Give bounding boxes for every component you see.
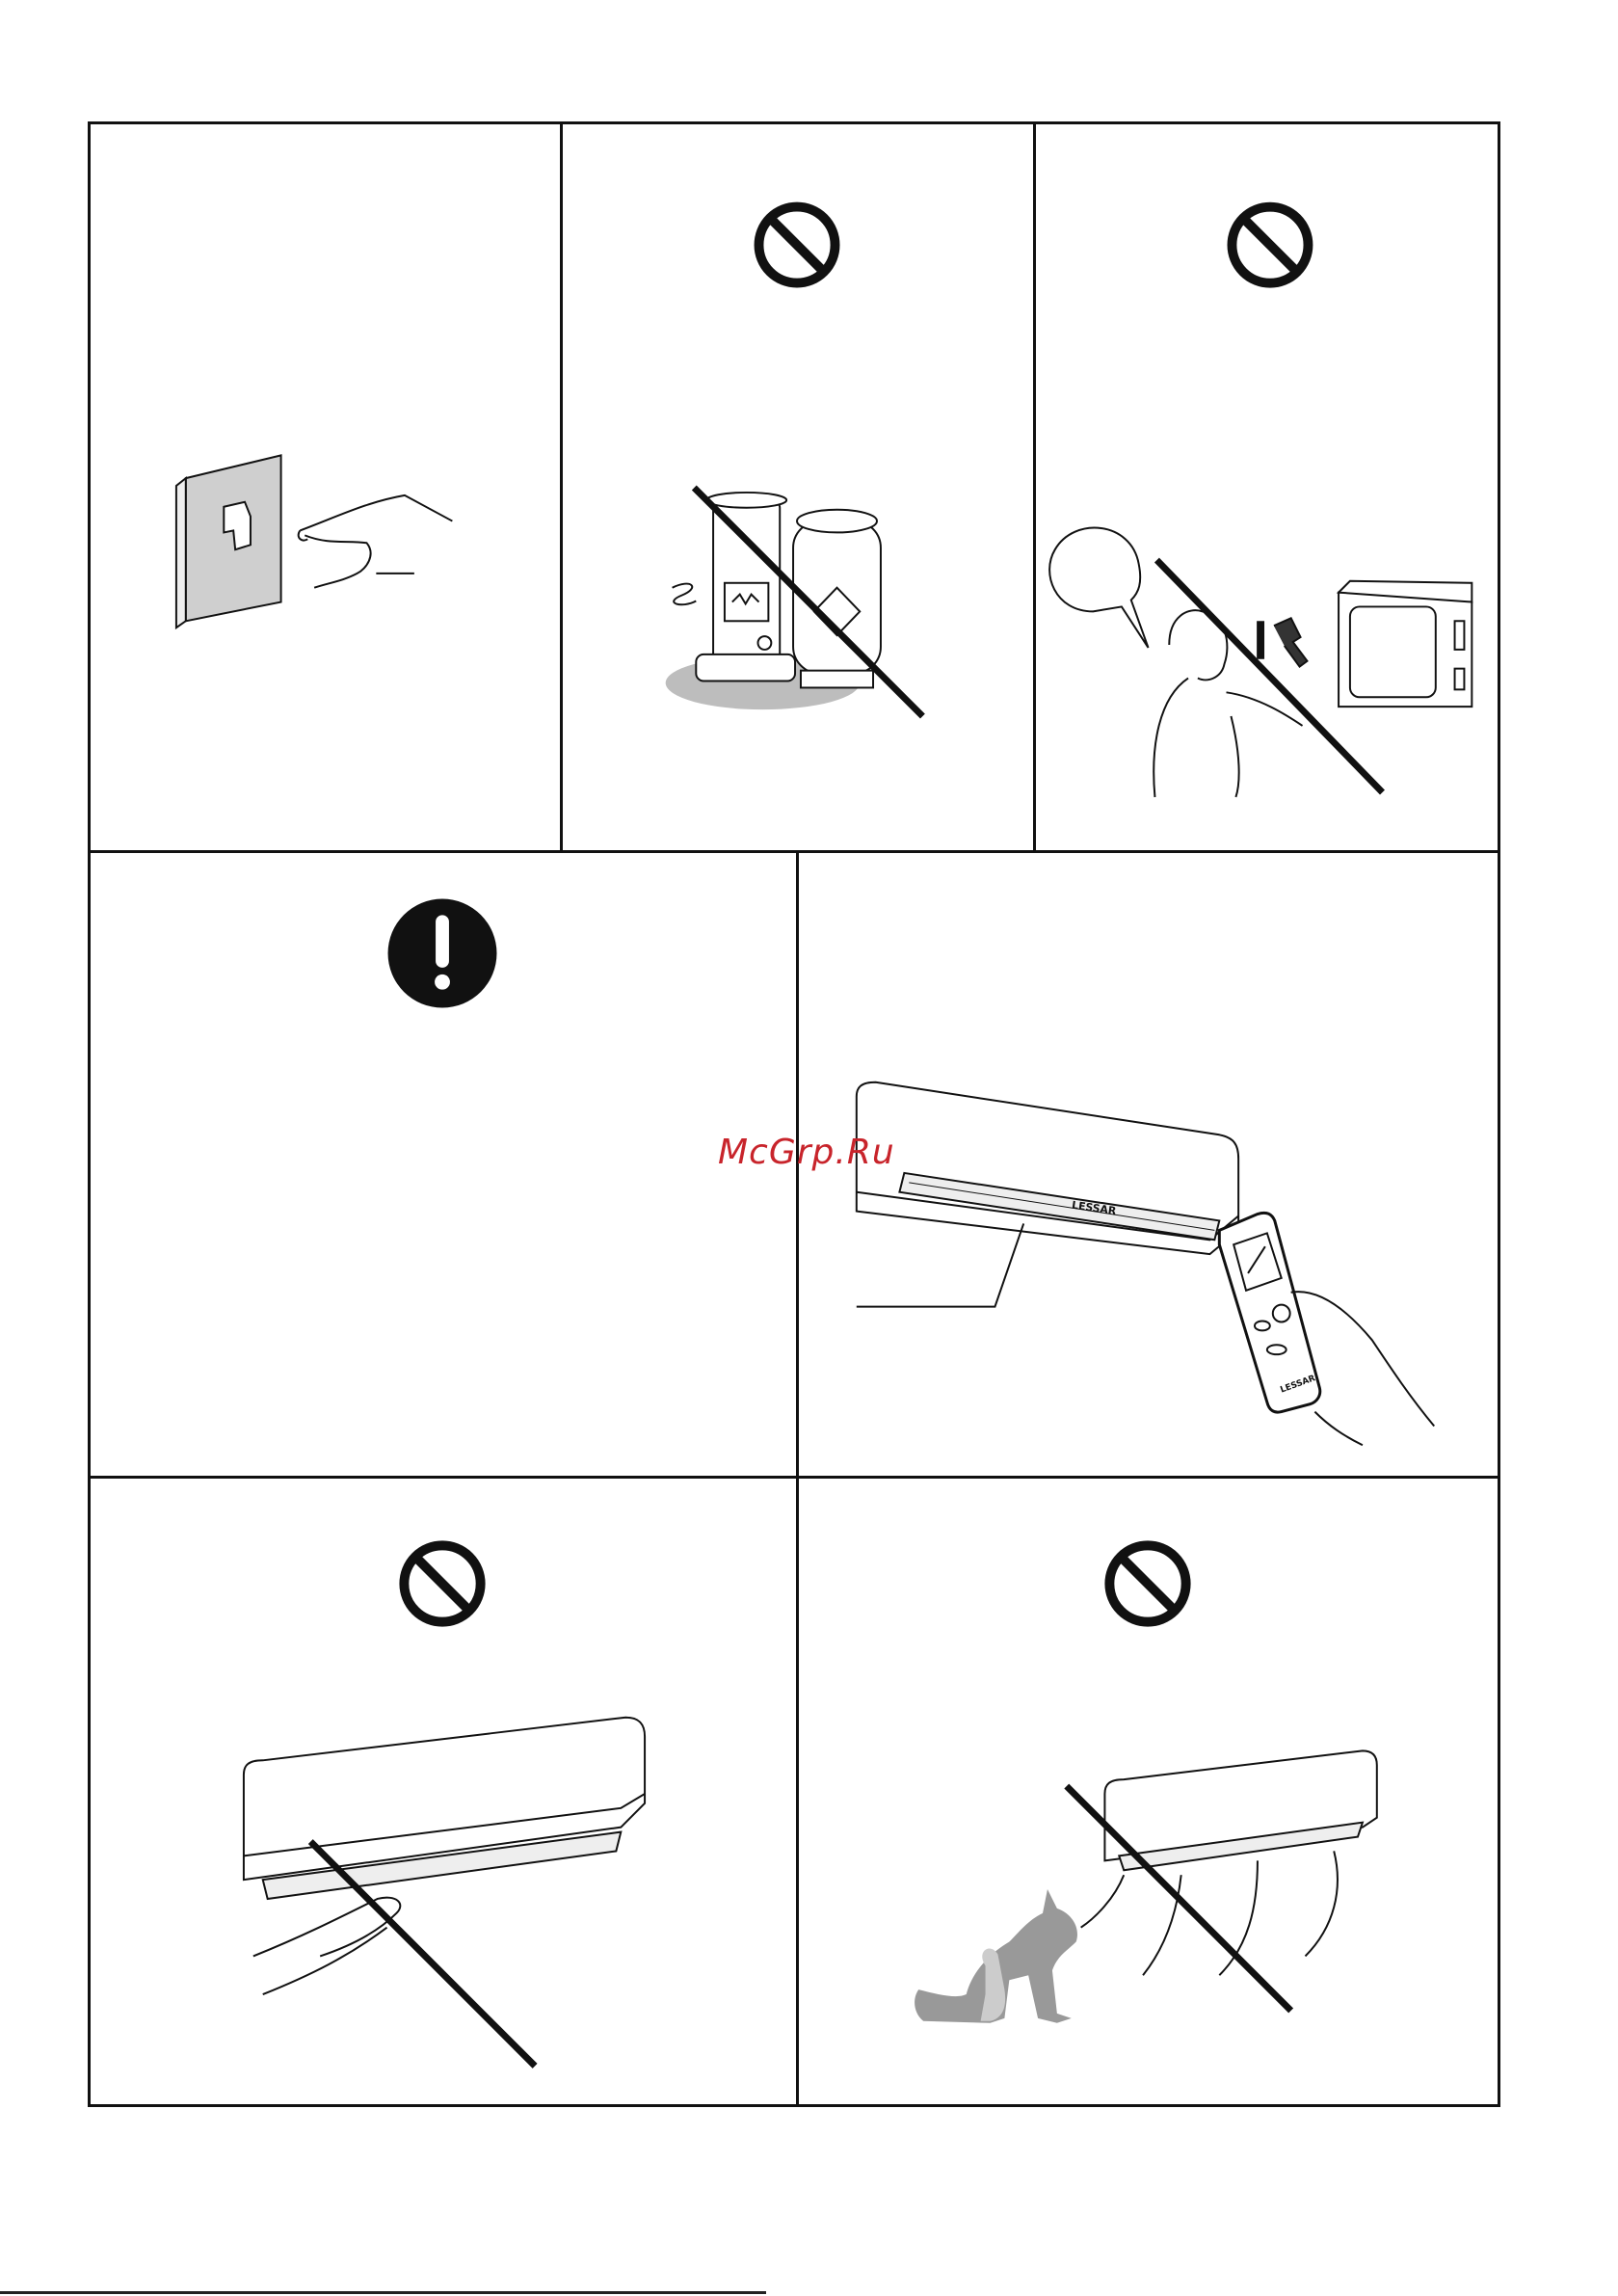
prohibition-icon	[1232, 207, 1308, 283]
outdoor-unit-illustration	[1339, 581, 1472, 707]
panel-no-self-repair	[1033, 121, 1500, 853]
panel-no-hands-in-outlet	[88, 1476, 799, 2107]
panel-flammable	[560, 121, 1036, 853]
panel-no-airflow-on-pets	[796, 1476, 1500, 2107]
warning-grid: LESSAR LESSAR	[88, 121, 1500, 2107]
mandatory-exclamation-icon	[388, 899, 497, 1008]
indoor-unit-illustration	[244, 1718, 645, 1899]
prohibition-icon	[758, 207, 835, 283]
prohibition-icon	[1109, 1545, 1185, 1621]
airflow-lines	[1081, 1851, 1338, 1975]
remote-control-illustration: LESSAR	[1219, 1213, 1434, 1445]
indoor-unit-illustration: LESSAR	[857, 1082, 1238, 1307]
speech-bubble-icon	[1049, 528, 1148, 648]
panel-remote-control: LESSAR LESSAR	[796, 850, 1500, 1479]
footer-rule	[0, 2291, 766, 2294]
pets-illustration	[915, 1889, 1077, 2023]
panel-power-switch	[88, 121, 563, 853]
panel-mandatory	[88, 850, 799, 1479]
prohibition-icon	[404, 1545, 480, 1621]
indoor-unit-illustration	[1104, 1750, 1376, 1870]
watermark: McGrp.Ru	[718, 1133, 895, 1172]
switch-illustration	[91, 124, 560, 850]
